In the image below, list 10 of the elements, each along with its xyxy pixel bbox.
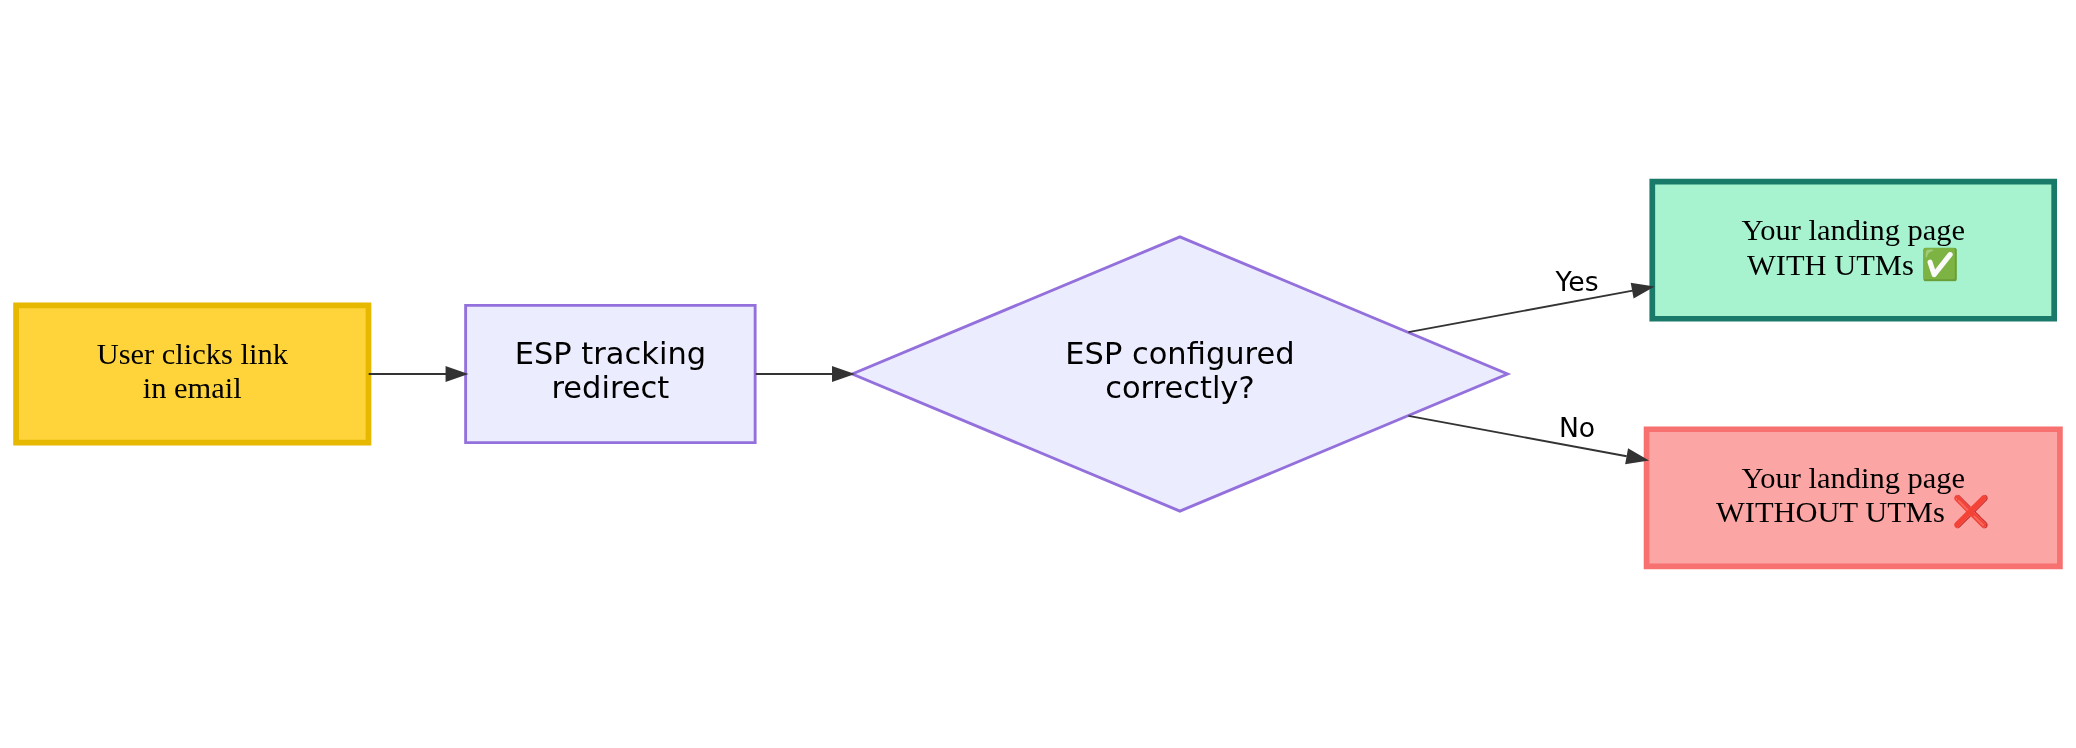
node-box: User clicks link in email <box>13 302 372 446</box>
arrow <box>754 366 855 382</box>
node-box: Your landing page WITHOUT UTMs ❌ <box>1643 426 2063 570</box>
arrow <box>1407 282 1655 334</box>
arrow <box>367 366 469 382</box>
node-box: Your landing page WITH UTMs ✅ <box>1649 178 2058 322</box>
node-box: ESP tracking redirect <box>464 304 757 444</box>
edge-label: Yes <box>1555 265 1599 297</box>
edge-label: No <box>1558 412 1596 444</box>
arrow <box>1407 414 1650 465</box>
